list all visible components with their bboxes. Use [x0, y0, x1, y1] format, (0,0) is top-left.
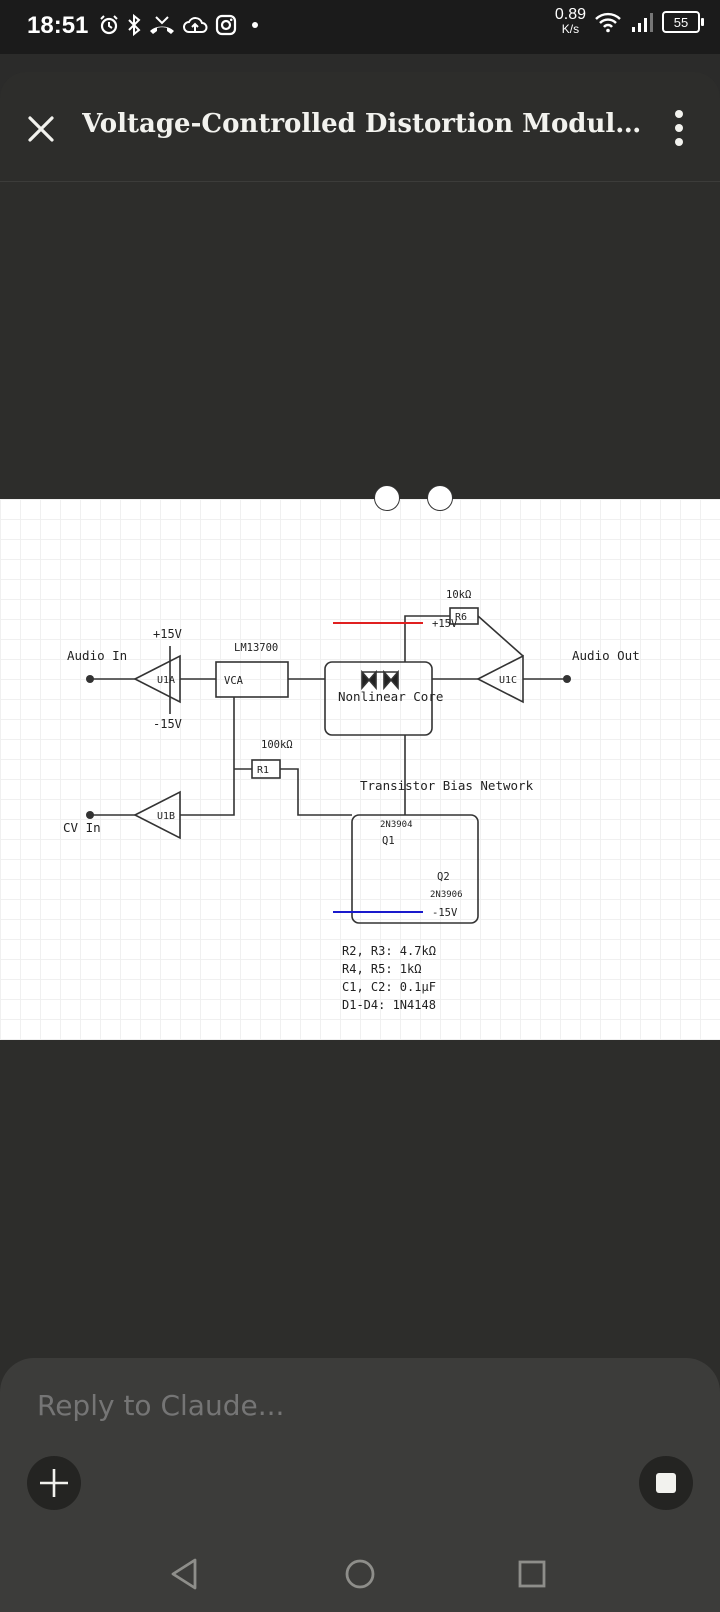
back-icon: [171, 1558, 197, 1590]
page-title: Voltage-Controlled Distortion Module Sch…: [82, 109, 642, 139]
label-audio-in: Audio In: [67, 648, 127, 663]
more-options-button[interactable]: [666, 108, 692, 148]
label-audio-out: Audio Out: [572, 648, 640, 663]
label-q2: Q2: [437, 871, 450, 883]
network-speed-unit: K/s: [561, 22, 580, 36]
home-icon: [345, 1559, 375, 1589]
label-nonlinear-core: Nonlinear Core: [338, 689, 443, 704]
network-speed-value: 0.89: [554, 6, 586, 23]
add-attachment-button[interactable]: [27, 1456, 81, 1510]
wire-r1: [234, 768, 352, 816]
label-note-3: C1, C2: 0.1μF: [342, 980, 436, 994]
label-r1: R1: [257, 765, 269, 776]
label-u1a: U1A: [157, 675, 175, 686]
close-button[interactable]: [22, 110, 60, 148]
signal-icon: [632, 13, 653, 32]
missed-call-icon: [150, 16, 174, 34]
stop-button[interactable]: [639, 1456, 693, 1510]
selection-handle-right[interactable]: [427, 485, 453, 511]
alarm-icon: [100, 15, 118, 35]
artifact-header: Voltage-Controlled Distortion Module Sch…: [0, 72, 720, 182]
status-icons: [98, 10, 266, 40]
cv-in-terminal: [86, 811, 94, 819]
label-cv-in: CV In: [63, 820, 101, 835]
bluetooth-icon: [128, 13, 141, 37]
label-q2-part: 2N3906: [430, 890, 463, 900]
network-speed: 0.89 K/s: [554, 6, 586, 37]
battery-icon: 55: [662, 11, 704, 33]
instagram-icon: [215, 14, 237, 36]
label-minus15-right: -15V: [432, 907, 458, 919]
label-lm13700: LM13700: [234, 642, 278, 654]
label-r6-value: 10kΩ: [446, 589, 471, 601]
status-bar: 18:51 0.89 K/s 55: [0, 0, 720, 54]
wifi-icon: [595, 12, 621, 33]
stop-icon: [656, 1473, 676, 1493]
recents-icon: [518, 1560, 546, 1588]
home-button[interactable]: [340, 1554, 380, 1594]
label-q1-part: 2N3904: [380, 820, 413, 830]
close-icon: [28, 116, 54, 142]
system-nav-bar: [0, 1538, 720, 1612]
label-u1b: U1B: [157, 811, 175, 822]
cloud-upload-icon: [183, 17, 208, 33]
label-plus15-left: +15V: [153, 627, 182, 641]
label-q1: Q1: [382, 835, 395, 847]
label-plus15-right: +15V: [432, 618, 458, 630]
reply-composer: [0, 1358, 720, 1612]
back-button[interactable]: [165, 1554, 205, 1594]
plus-icon: [40, 1469, 68, 1497]
resistor-r1: [251, 759, 281, 779]
status-right: 0.89 K/s 55: [554, 6, 704, 37]
opamp-u1b: [133, 790, 181, 840]
label-note-2: R4, R5: 1kΩ: [342, 962, 421, 976]
wire-feedback-r6: [404, 615, 524, 662]
bias-network-box: [351, 814, 479, 924]
label-r6: R6: [455, 612, 467, 623]
label-bias-network: Transistor Bias Network: [360, 778, 534, 793]
label-note-4: D1-D4: 1N4148: [342, 998, 436, 1012]
dot-icon: [252, 22, 258, 28]
resistor-r6: [449, 607, 479, 625]
label-u1c: U1C: [499, 675, 517, 686]
reply-input[interactable]: [35, 1388, 639, 1423]
status-time: 18:51: [27, 12, 89, 39]
label-minus15-left: -15V: [153, 717, 182, 731]
selection-handle-left[interactable]: [374, 485, 400, 511]
label-r1-value: 100kΩ: [261, 739, 293, 751]
recents-button[interactable]: [512, 1554, 552, 1594]
label-note-1: R2, R3: 4.7kΩ: [342, 944, 436, 958]
wire-vca-u1b: [180, 697, 235, 816]
nonlinear-core-box: [324, 661, 433, 736]
audio-out-terminal: [563, 675, 571, 683]
more-vertical-icon: [675, 110, 683, 146]
diode-symbol: [361, 669, 399, 691]
audio-in-terminal: [86, 675, 94, 683]
label-vca: VCA: [224, 675, 244, 687]
schematic-diagram[interactable]: Audio In CV In Audio Out +15V -15V U1A U…: [0, 499, 720, 1040]
schematic-svg: Audio In CV In Audio Out +15V -15V U1A U…: [63, 589, 640, 1012]
